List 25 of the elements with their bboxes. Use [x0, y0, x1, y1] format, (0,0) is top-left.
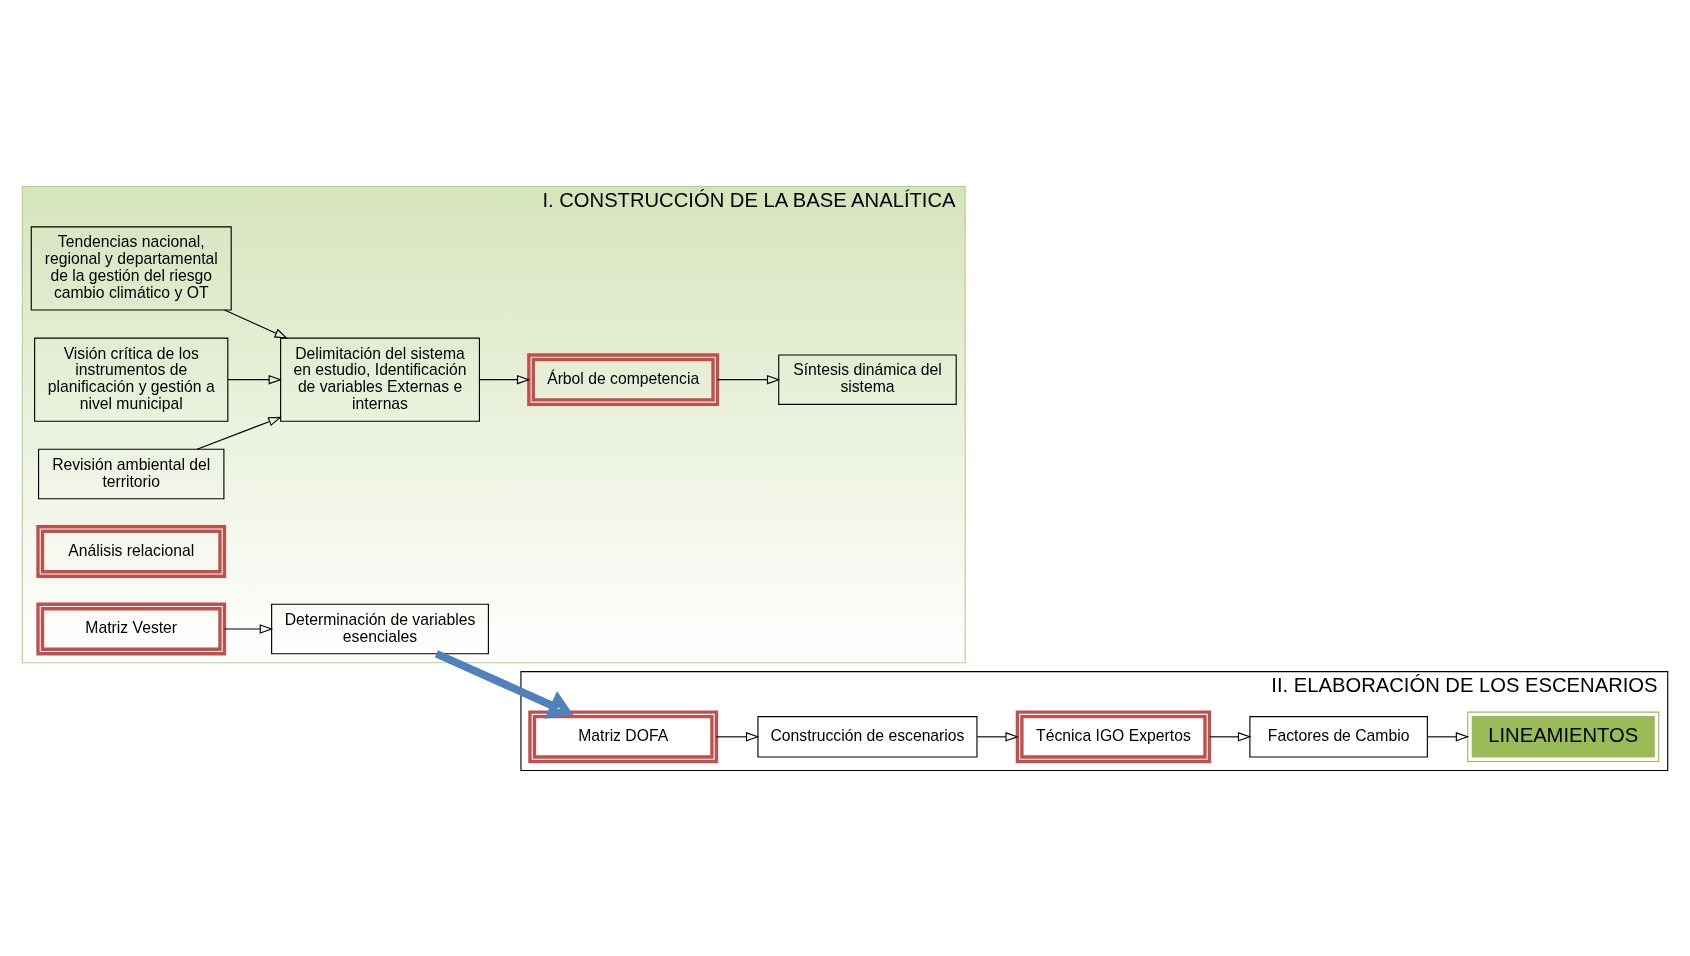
node-box: LINEAMIENTOS	[1467, 711, 1660, 762]
node-box: Técnica IGO Expertos	[1015, 709, 1212, 763]
node-box: Construcción de escenarios	[757, 715, 978, 758]
node-box: Factores de Cambio	[1249, 715, 1428, 758]
arrow	[223, 308, 288, 339]
arrow	[223, 623, 274, 634]
node-box: Delimitación del sistema en estudio, Identificación de variables Externas e internas	[280, 337, 480, 422]
node-box: Matriz Vester	[36, 602, 227, 655]
node-box: Análisis relacional	[36, 524, 227, 578]
node-box: Síntesis dinámica del sistema	[778, 353, 957, 405]
arrow	[1209, 731, 1252, 742]
arrow	[1427, 731, 1470, 742]
node-box: Revisión ambiental del territorio	[38, 448, 225, 499]
arrow	[716, 374, 781, 384]
node-box: Visión crítica de los instrumentos de planificación y gestión a nivel municipal	[34, 337, 229, 422]
arrow	[976, 731, 1019, 742]
arrow	[196, 416, 282, 450]
node-box: Árbol de competencia	[527, 352, 720, 406]
node-box: Determinación de variables esenciales	[271, 603, 489, 654]
arrow	[227, 374, 283, 384]
arrow	[715, 731, 760, 742]
node-box: Matriz DOFA	[528, 709, 719, 763]
arrow	[478, 374, 531, 384]
node-box: Tendencias nacional, regional y departamental de la gestión del riesgo cambio climático y OT	[30, 225, 232, 311]
arrow	[434, 649, 574, 719]
